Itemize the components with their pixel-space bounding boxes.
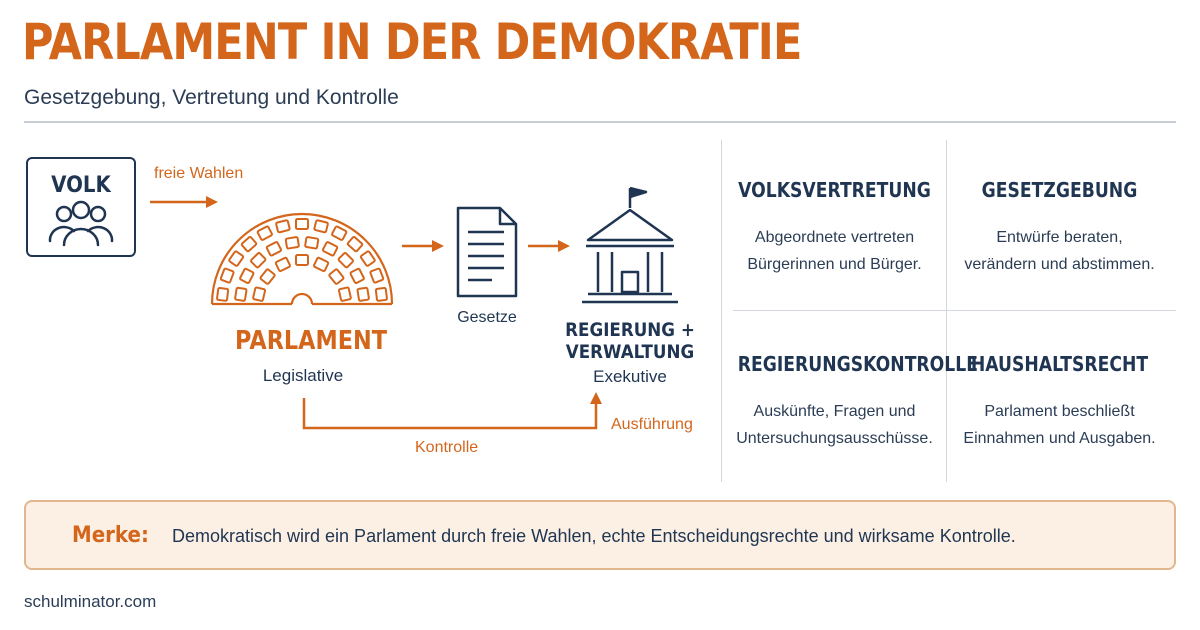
parliament-seat: [337, 286, 352, 302]
arrow-icon: [528, 240, 570, 252]
parliament-hemicycle-icon: [210, 212, 394, 306]
parliament-seat: [228, 250, 245, 267]
legislative-label: Legislative: [262, 366, 344, 385]
parliament-seat: [216, 287, 230, 302]
arrow-icon: [302, 392, 602, 430]
kontrolle-label: Kontrolle: [415, 439, 479, 456]
people-icon: [48, 200, 113, 246]
merke-label: Merke:: [72, 523, 149, 548]
parliament-seat: [295, 218, 309, 230]
function-title: GESETZGEBUNG: [981, 178, 1138, 202]
parlament-label: PARLAMENT: [235, 326, 387, 356]
parliament-seat: [356, 286, 370, 302]
parliament-seat: [239, 267, 255, 284]
parliament-seat: [275, 219, 291, 234]
function-title: REGIERUNGSKONTROLLE: [737, 352, 978, 376]
exekutive-label: Exekutive: [593, 367, 667, 386]
parliament-seat: [250, 252, 267, 269]
function-title: VOLKSVERTRETUNG: [738, 178, 931, 202]
volk-box: VOLK: [26, 157, 136, 257]
arrow-icon: [402, 240, 444, 252]
parliament-seat: [240, 235, 258, 253]
parliament-seat: [259, 268, 276, 285]
volk-label: VOLK: [51, 173, 111, 198]
regierung-label-line1: REGIERUNG +: [565, 319, 695, 341]
parliament-seat: [256, 225, 273, 241]
ausfuehrung-label: Ausführung: [611, 416, 693, 433]
grid-divider: [721, 140, 722, 482]
grid-divider: [733, 310, 1176, 311]
parliament-seat: [274, 256, 291, 273]
parliament-seat: [349, 267, 365, 284]
grid-divider: [946, 140, 947, 482]
header-divider: [24, 121, 1176, 123]
parliament-seat: [313, 256, 330, 273]
parliament-seat: [359, 250, 376, 267]
function-card-regierungskontrolle: REGIERUNGSKONTROLLE Auskünfte, Fragen un…: [722, 352, 978, 452]
page-title: PARLAMENT IN DER DEMOKRATIE: [22, 13, 802, 71]
arrow-icon: [150, 196, 218, 208]
gesetze-label: Gesetze: [457, 309, 517, 326]
parliament-seat: [252, 286, 267, 302]
parliament-seat: [265, 241, 282, 257]
parliament-seat: [313, 219, 329, 234]
parliament-seat: [322, 241, 339, 257]
regierung-label: REGIERUNG + VERWALTUNG: [551, 319, 709, 364]
parliament-seat: [337, 252, 354, 269]
regierung-label-line2: VERWALTUNG: [565, 340, 695, 363]
parliament-seat: [346, 235, 364, 253]
merke-text: Demokratisch wird ein Parlament durch fr…: [172, 526, 1016, 546]
function-card-gesetzgebung: GESETZGEBUNG Entwürfe beraten,verändern …: [947, 178, 1172, 278]
parliament-seat: [374, 287, 388, 302]
government-building-icon: [582, 186, 678, 304]
parliament-seat: [331, 225, 348, 241]
page-subtitle: Gesetzgebung, Vertretung und Kontrolle: [24, 86, 399, 109]
function-title: HAUSHALTSRECHT: [970, 352, 1149, 376]
parliament-seat: [304, 236, 320, 250]
freie-wahlen-label: freie Wahlen: [154, 165, 244, 182]
parliament-seat: [328, 268, 345, 285]
function-text: Entwürfe beraten,verändern und abstimmen…: [964, 229, 1155, 273]
parliament-seat: [369, 267, 385, 284]
parliament-seat: [234, 286, 248, 302]
footer-source: schulminator.com: [24, 592, 157, 611]
parliament-seat: [284, 236, 300, 250]
parliament-seat: [295, 254, 309, 266]
document-icon: [456, 206, 518, 298]
parliament-seat: [219, 267, 235, 284]
merke-note: Merke: Demokratisch wird ein Parlament d…: [24, 500, 1176, 570]
